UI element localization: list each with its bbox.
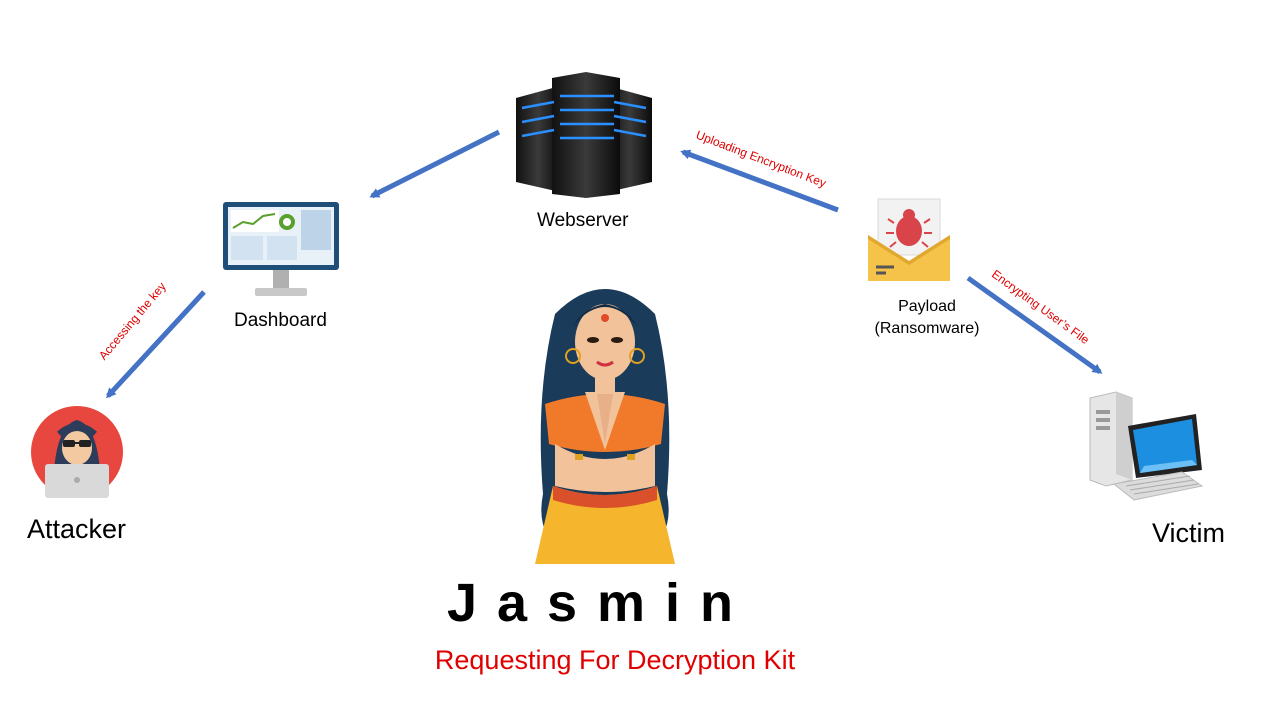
page-title: Jasmin xyxy=(446,573,754,633)
envelope-bug-icon xyxy=(868,198,950,281)
arrow-payload-to-victim xyxy=(966,275,1103,375)
payload-label-line2: (Ransomware) xyxy=(874,320,980,337)
attacker-label: Attacker xyxy=(27,514,127,544)
webserver-label: Webserver xyxy=(537,210,629,231)
page-subtitle: Requesting For Decryption Kit xyxy=(434,645,796,675)
arrow-dashboard-to-attacker xyxy=(105,290,206,399)
payload-label: Payload (Ransomware) xyxy=(865,296,989,340)
arrow-webserver-to-dashboard xyxy=(369,129,501,199)
payload-label-line1: Payload xyxy=(898,298,956,315)
dashboard-label: Dashboard xyxy=(234,310,327,331)
server-rack-icon xyxy=(516,72,652,198)
monitor-dashboard-icon xyxy=(223,202,339,296)
desktop-computer-icon xyxy=(1089,391,1204,501)
victim-label: Victim xyxy=(1152,518,1226,548)
arrow-payload-to-webserver xyxy=(680,149,839,213)
hacker-avatar-icon xyxy=(31,406,123,498)
jasmin-character-illustration xyxy=(535,289,675,564)
